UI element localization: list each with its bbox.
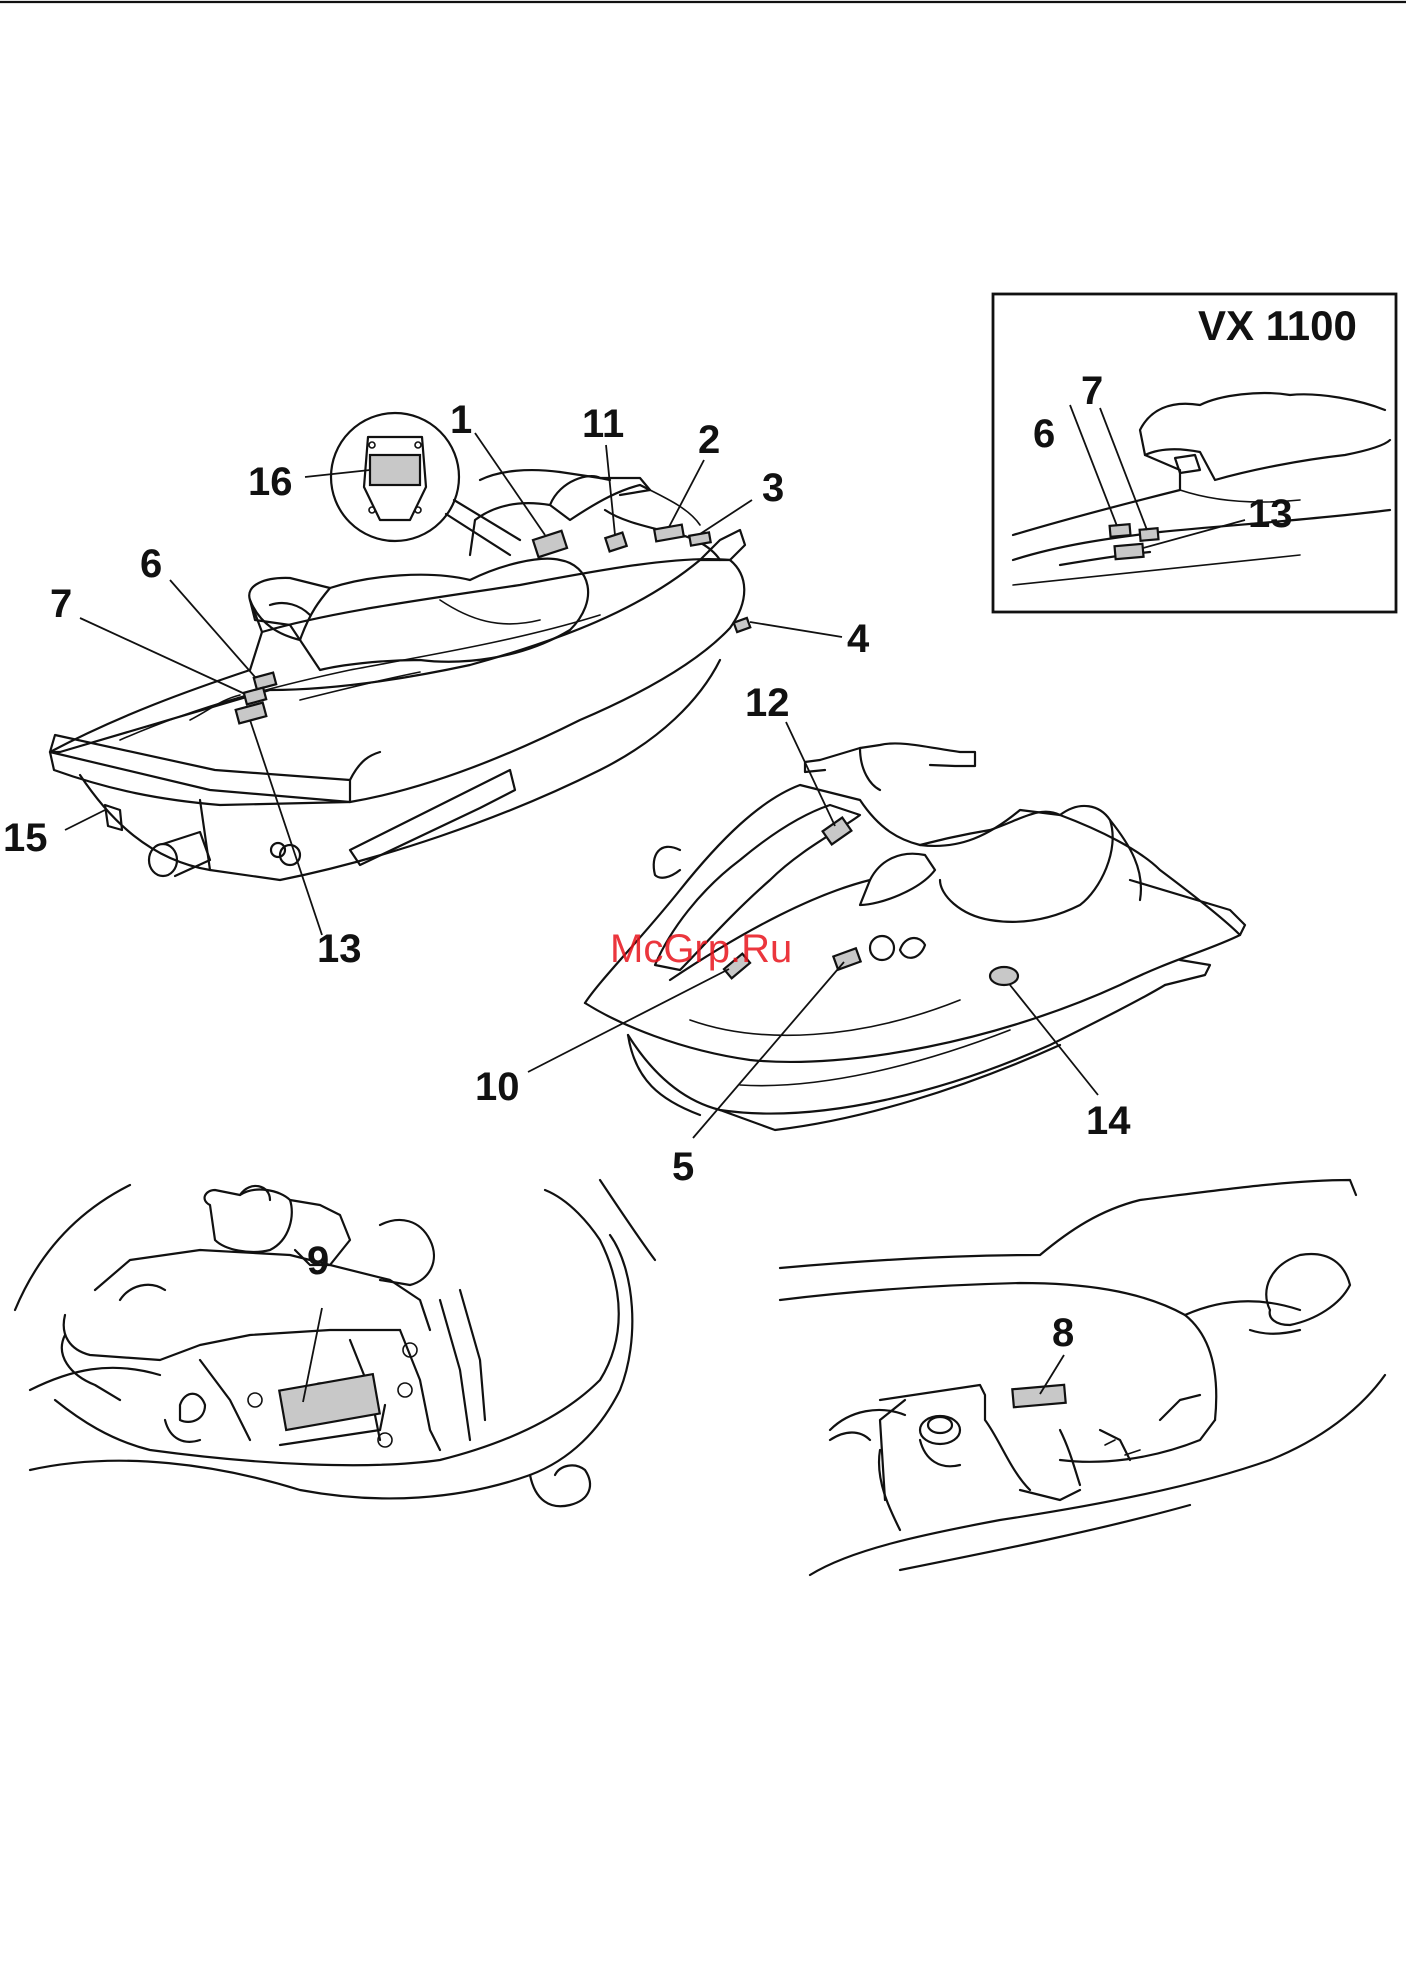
- inset-title: VX 1100: [1198, 302, 1357, 349]
- callout-8: 8: [1052, 1311, 1074, 1355]
- callout-14: 14: [1086, 1099, 1131, 1143]
- decal-8: [1012, 1385, 1065, 1407]
- callout-13: 13: [317, 927, 362, 971]
- callout-2: 2: [698, 418, 720, 462]
- callout-12: 12: [745, 681, 790, 725]
- decal-3: [689, 532, 710, 545]
- watermark-text: McGrp.Ru: [610, 927, 792, 971]
- callout-6: 6: [140, 542, 162, 586]
- callout-15: 15: [3, 816, 48, 860]
- storage-compartment-detail: [780, 1180, 1385, 1575]
- decal-14: [990, 967, 1018, 985]
- callout-11: 11: [582, 402, 624, 446]
- inset-decal-6: [1110, 524, 1131, 537]
- decal-12: [823, 818, 852, 845]
- glovebox-lid: [860, 854, 935, 905]
- callout-1: 1: [450, 398, 472, 442]
- engine-compartment-detail: [15, 1180, 655, 1506]
- callout-3: 3: [762, 466, 784, 510]
- decal-6: [254, 673, 276, 690]
- decal-5: [833, 948, 860, 969]
- inset-decal-7: [1140, 528, 1159, 541]
- callout-10: 10: [475, 1065, 520, 1109]
- inset-callout-6: 6: [1033, 412, 1055, 456]
- callout-5: 5: [672, 1145, 694, 1189]
- callout-16: 16: [248, 460, 293, 504]
- watercraft-rear-view: [50, 413, 750, 880]
- decal-9: [279, 1374, 380, 1430]
- callout-9: 9: [307, 1239, 329, 1283]
- inset-callout-13: 13: [1248, 492, 1293, 536]
- inset-callout-7: 7: [1081, 369, 1103, 413]
- inset-decal-13: [1115, 544, 1144, 559]
- decal-1: [533, 531, 567, 557]
- decal-2: [654, 525, 684, 542]
- callout-7: 7: [50, 582, 72, 626]
- decal-16: [370, 455, 420, 485]
- callout-numbers: 1 11 2 3 4 16 6 7 15 13 12 10 5 14 9 8 6…: [3, 369, 1293, 1355]
- callout-4: 4: [847, 617, 870, 661]
- decal-11: [605, 533, 626, 552]
